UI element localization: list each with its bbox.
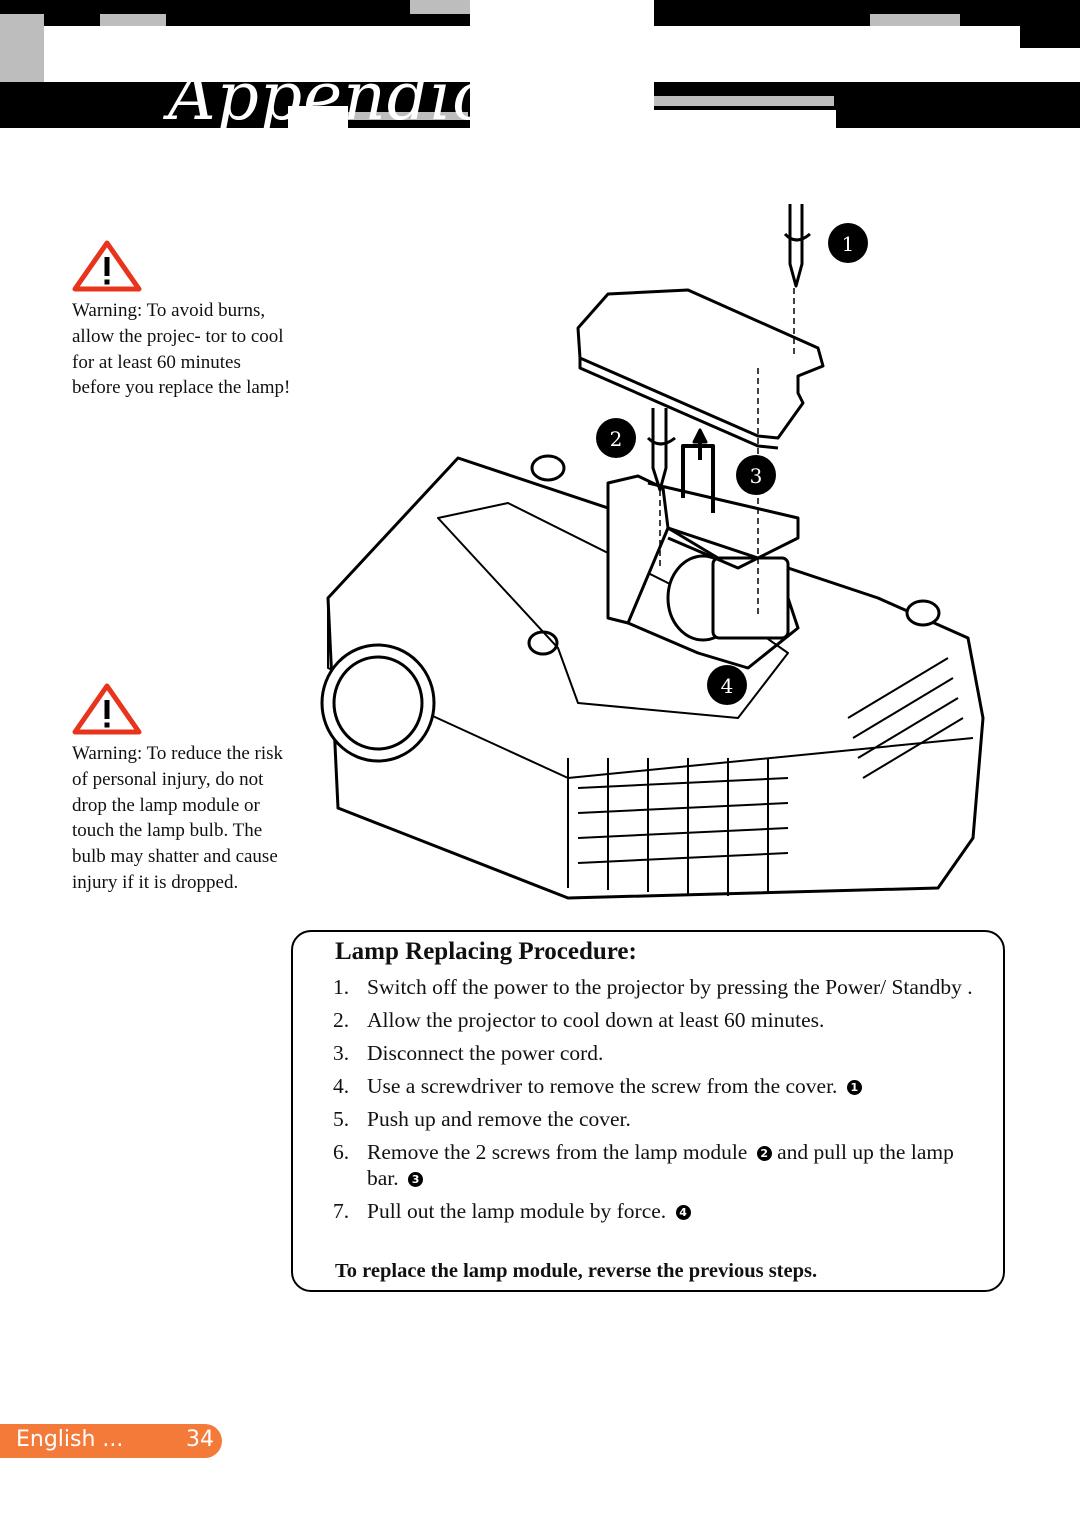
step-number: 2. [333, 1008, 350, 1032]
step-number: 4. [333, 1074, 350, 1098]
reverse-steps-note: To replace the lamp module, reverse the … [335, 1260, 818, 1282]
step-2: 2. Allow the projector to cool down at l… [333, 1007, 973, 1033]
step-text: and pull up the lamp bar. [367, 1140, 954, 1190]
step-number: 7. [333, 1199, 350, 1223]
side-vents [567, 657, 964, 896]
svg-text:2: 2 [610, 427, 623, 451]
step-5: 5. Push up and remove the cover. [333, 1106, 973, 1132]
header-decor [288, 106, 348, 128]
step-text: Remove the 2 screws from the lamp module [367, 1140, 748, 1164]
procedure-box: Lamp Replacing Procedure: 1. Switch off … [291, 930, 1005, 1292]
step-6: 6. Remove the 2 screws from the lamp mod… [333, 1139, 973, 1191]
step-text: Switch off the power to the projector by… [367, 975, 973, 999]
header-decor [348, 112, 468, 120]
warning-text: Warning: To reduce the risk of personal … [72, 743, 284, 893]
lamp-cover [576, 288, 825, 450]
procedure-title: Lamp Replacing Procedure: [335, 938, 637, 965]
step-number: 3. [333, 1041, 350, 1065]
header-decor [654, 110, 836, 128]
header-decor [1020, 48, 1080, 82]
callout-3: 3 [736, 455, 776, 495]
step-3: 3. Disconnect the power cord. [333, 1040, 973, 1066]
header-decor [870, 14, 960, 26]
warning-triangle-icon [72, 683, 142, 735]
callout-marker-2: 2 [756, 1146, 772, 1161]
warning-triangle-icon [72, 240, 142, 292]
header-decor [100, 14, 166, 26]
step-number: 1. [333, 975, 350, 999]
step-1: 1. Switch off the power to the projector… [333, 974, 973, 1000]
step-text: Use a screwdriver to remove the screw fr… [367, 1074, 838, 1098]
warning-injury: Warning: To reduce the risk of personal … [72, 683, 294, 896]
callout-2: 2 [596, 418, 636, 458]
step-text: Pull out the lamp module by force. [367, 1199, 667, 1223]
projector-feet [527, 454, 941, 656]
language-label: English ... [16, 1427, 124, 1452]
svg-text:4: 4 [721, 674, 734, 698]
warning-burns: Warning: To avoid burns, allow the proje… [72, 240, 294, 401]
lamp-replacement-illustration: 1 2 3 4 [320, 204, 985, 900]
header-decor [0, 14, 44, 82]
step-text: Push up and remove the cover. [367, 1107, 631, 1131]
callout-1: 1 [828, 223, 868, 263]
header-decor [470, 0, 654, 128]
lamp-compartment [437, 502, 789, 719]
projector-lens [320, 643, 436, 763]
lamp-module [606, 444, 800, 670]
page-footer-tab: English ... 34 [0, 1424, 222, 1458]
svg-text:3: 3 [750, 464, 763, 488]
step-text: Allow the projector to cool down at leas… [367, 1008, 825, 1032]
callout-marker-1: 1 [846, 1080, 862, 1095]
step-text: Disconnect the power cord. [367, 1041, 604, 1065]
step-number: 6. [333, 1140, 350, 1164]
header-decor [410, 0, 470, 14]
header-decor [654, 96, 834, 106]
screwdriver-1 [783, 204, 811, 288]
step-number: 5. [333, 1107, 350, 1131]
page-header: Appendices [0, 0, 1080, 128]
page-title: Appendices [168, 58, 565, 128]
step-4: 4. Use a screwdriver to remove the screw… [333, 1073, 973, 1099]
warning-text: Warning: To avoid burns, allow the proje… [72, 300, 291, 399]
procedure-steps: 1. Switch off the power to the projector… [333, 974, 973, 1231]
step-7: 7. Pull out the lamp module by force. 4 [333, 1198, 973, 1224]
svg-text:1: 1 [842, 232, 855, 256]
callout-marker-3: 3 [408, 1172, 424, 1187]
callout-4: 4 [707, 665, 747, 705]
page-number: 34 [186, 1427, 214, 1452]
callout-marker-4: 4 [675, 1205, 691, 1220]
